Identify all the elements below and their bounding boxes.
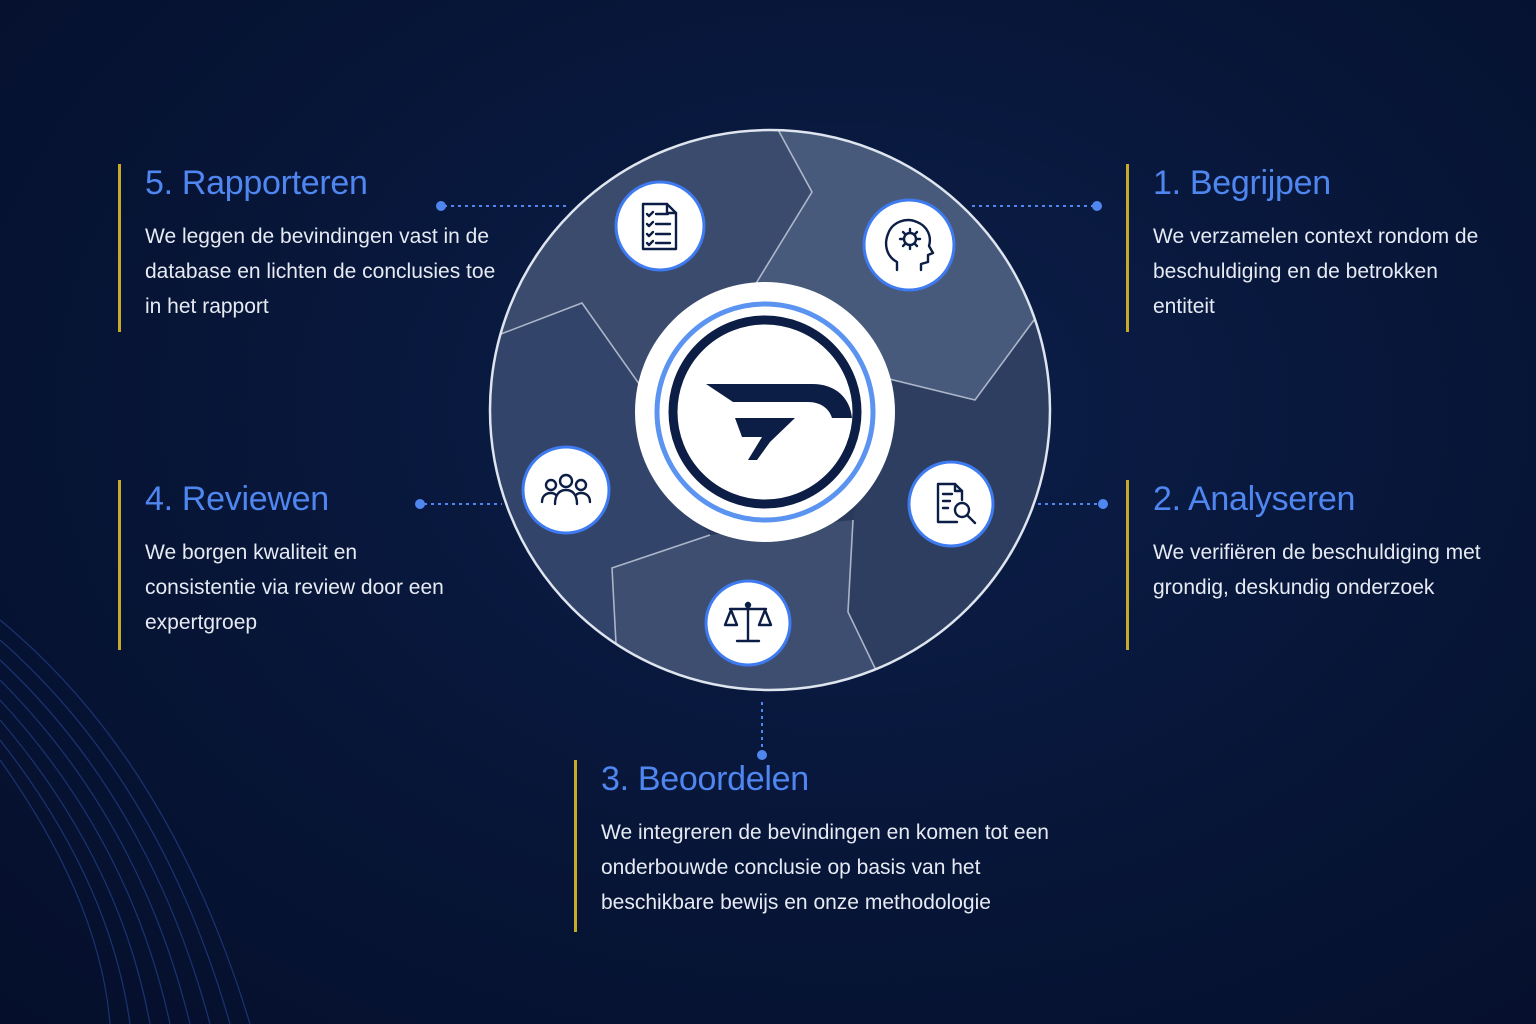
step-description: We borgen kwaliteit en consistentie via …: [145, 541, 444, 634]
step-title: 1. Begrijpen: [1153, 164, 1331, 202]
checklist-icon: [641, 202, 678, 251]
step-analyseren: 2. Analyseren We verifiëren de beschuldi…: [1126, 480, 1483, 650]
scales-icon: [723, 601, 773, 643]
step-begrijpen: 1. Begrijpen We verzamelen context rondo…: [1126, 164, 1493, 332]
icon-badge-begrijpen: [862, 198, 956, 292]
step-beoordelen: 3. Beoordelen We integreren de bevinding…: [574, 760, 1051, 932]
step-description: We leggen de bevindingen vast in de data…: [145, 225, 496, 318]
step-description: We verzamelen context rondom de beschuld…: [1153, 225, 1479, 318]
brand-mark-icon: [706, 384, 852, 460]
step-title: 3. Beoordelen: [601, 760, 809, 798]
head-gear-icon: [884, 218, 935, 272]
group-icon: [540, 473, 592, 506]
step-title: 4. Reviewen: [145, 480, 329, 518]
step-reviewen: 4. Reviewen We borgen kwaliteit en consi…: [118, 480, 465, 650]
step-title: 5. Rapporteren: [145, 164, 368, 202]
step-rapporteren: 5. Rapporteren We leggen de bevindingen …: [118, 164, 505, 332]
step-title: 2. Analyseren: [1153, 480, 1356, 518]
background-arcs: [0, 619, 251, 1024]
center-logo: [635, 282, 895, 542]
icon-badge-reviewen: [521, 445, 611, 535]
connectors: [424, 205, 1100, 752]
step-description: We integreren de bevindingen en komen to…: [601, 821, 1049, 914]
icon-badge-analyseren: [907, 460, 995, 548]
connector-dots: [415, 201, 1108, 760]
document-search-icon: [936, 482, 977, 525]
icon-badge-beoordelen: [704, 579, 792, 667]
icon-badge-rapporteren: [614, 180, 706, 272]
step-description: We verifiëren de beschuldiging met grond…: [1153, 541, 1481, 599]
